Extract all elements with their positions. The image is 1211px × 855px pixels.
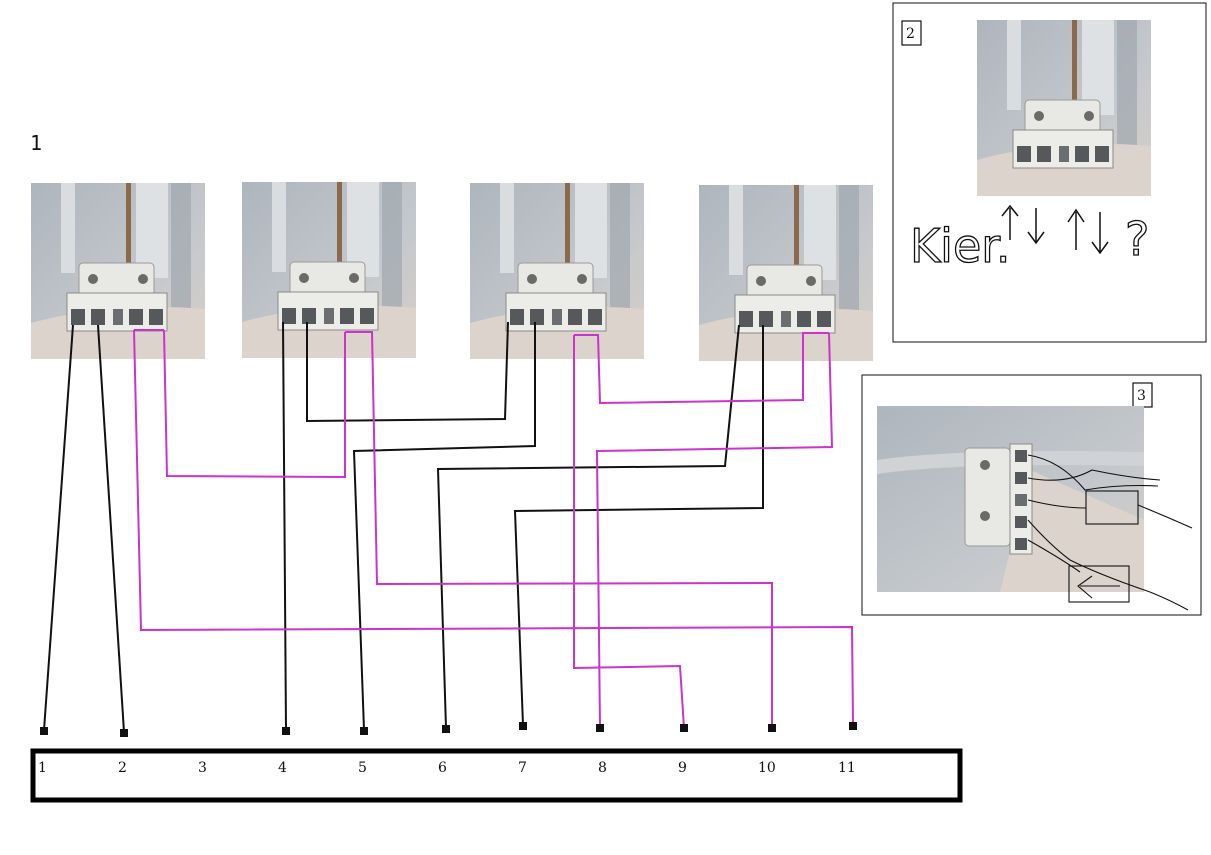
terminal-label: 4 <box>278 760 287 776</box>
terminal-label: 10 <box>758 760 776 776</box>
panel-3-sketch <box>1027 454 1193 611</box>
terminal-dot-1 <box>40 727 48 735</box>
terminal-labels: 1 2 3 4 5 6 7 8 9 10 11 <box>38 760 856 776</box>
marker-box-lower <box>1068 565 1130 603</box>
terminal-dot-6 <box>442 725 450 733</box>
terminal-block <box>30 748 963 803</box>
arrow-left-icon <box>1077 575 1120 599</box>
panel-3-badge: 3 <box>1137 388 1146 404</box>
terminal-label: 8 <box>598 760 607 776</box>
terminal-dots <box>40 722 857 737</box>
wires <box>43 321 854 733</box>
socket-photo-1 <box>31 183 205 359</box>
terminal-dot-9 <box>680 724 688 732</box>
terminal-label: 2 <box>118 760 127 776</box>
terminal-dot-8 <box>596 724 604 732</box>
terminal-label: 5 <box>358 760 367 776</box>
marker-box-upper <box>1085 490 1139 525</box>
question-mark: ? <box>1125 212 1149 266</box>
panel-2-badge-box <box>901 20 922 46</box>
terminal-dot-11 <box>849 722 857 730</box>
magenta-wires <box>133 329 854 729</box>
handwritten-note: Kier. <box>910 219 1011 273</box>
panel-2-photo <box>977 20 1151 196</box>
terminal-dot-4 <box>282 727 290 735</box>
socket-photo-4 <box>699 185 873 361</box>
terminal-label: 7 <box>518 760 527 776</box>
black-wires <box>43 321 764 733</box>
arrows-icon <box>1001 204 1109 255</box>
socket-photo-2 <box>242 182 416 358</box>
socket-photo-3 <box>470 183 644 359</box>
panel-2-badge: 2 <box>906 26 915 42</box>
terminal-label: 6 <box>438 760 447 776</box>
terminal-label: 11 <box>838 760 856 776</box>
terminal-label: 3 <box>198 760 207 776</box>
panel-2: 2 Kier. ? <box>892 2 1207 343</box>
terminal-dot-7 <box>519 722 527 730</box>
terminal-dot-10 <box>768 724 776 732</box>
terminal-dot-5 <box>360 727 368 735</box>
panel-3-photo <box>877 406 1144 592</box>
terminal-dot-2 <box>120 729 128 737</box>
terminal-label: 9 <box>678 760 687 776</box>
terminal-label: 1 <box>38 760 47 776</box>
panel-3: 3 <box>861 374 1202 616</box>
figure-label: 1 <box>30 131 42 155</box>
